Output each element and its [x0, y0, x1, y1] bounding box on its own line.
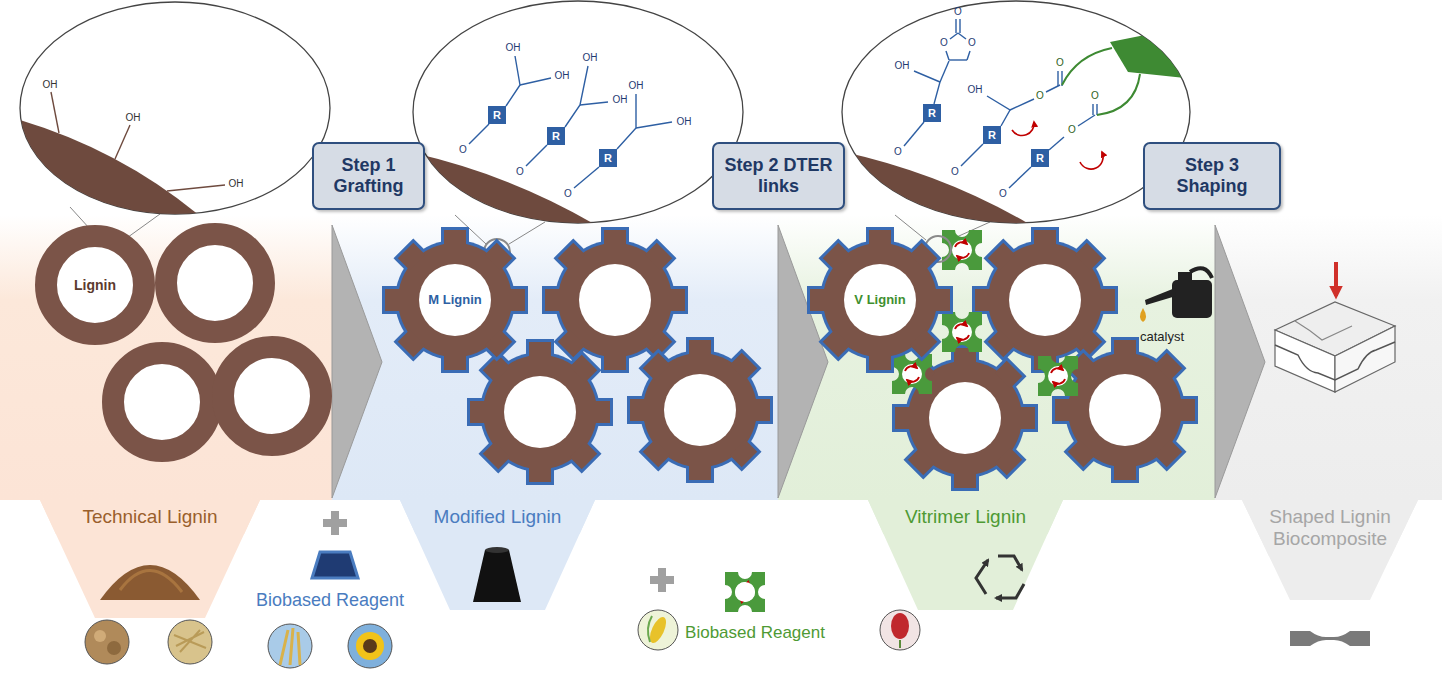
stage-label: Shaped Lignin Biocomposite — [1242, 500, 1418, 556]
chem-label: O — [1056, 58, 1064, 68]
stage-label: Technical Lignin — [40, 500, 260, 534]
chem-label: O — [894, 147, 902, 157]
step-box-text: Step 1 Grafting — [321, 155, 416, 196]
lignin-ring: Lignin — [33, 223, 157, 347]
chem-label: OH — [968, 85, 983, 95]
modified-lignin-gear-text: M Lignin — [428, 293, 481, 308]
chem-label: OH — [506, 43, 521, 53]
chem-label: O — [459, 145, 467, 155]
step-box: Step 1 Grafting — [312, 142, 425, 210]
step-box-text: Step 2 DTER links — [724, 155, 834, 196]
chem-label: OH — [629, 81, 644, 91]
step-box: Step 3 Shaping — [1143, 142, 1281, 210]
chem-label: O — [940, 38, 948, 48]
chem-label: OH — [43, 80, 58, 90]
step-box: Step 2 DTER links — [712, 142, 845, 210]
lignin-ring-text: Lignin — [74, 277, 116, 293]
catalyst-oil-can — [1140, 268, 1212, 322]
stage-label-text: Modified Lignin — [434, 506, 562, 528]
substituent-label: R — [604, 153, 612, 164]
step-box-text: Step 3 Shaping — [1162, 155, 1262, 196]
chem-label: OH — [229, 179, 244, 189]
chem-label: O — [516, 167, 524, 177]
chem-label: O — [954, 7, 962, 17]
substituent-label: R — [988, 130, 996, 141]
chem-label: OH — [613, 95, 628, 105]
vitrimer-lignin-gear: V Lignin — [805, 225, 955, 375]
catalyst-label: catalyst — [1140, 330, 1184, 343]
stage-label-text: Technical Lignin — [82, 506, 217, 528]
substituent-label: R — [1036, 153, 1044, 164]
reagent-label: Biobased Reagent — [256, 591, 404, 609]
modified-lignin-gear: M Lignin — [380, 225, 530, 375]
chem-label: O — [1091, 91, 1099, 101]
stage-label-text: Shaped Lignin Biocomposite — [1255, 506, 1405, 550]
substituent-label: R — [552, 131, 560, 142]
zoom-bubbles — [0, 1, 1190, 244]
reagent-icons — [268, 552, 920, 668]
chem-label: OH — [677, 117, 692, 127]
vitrimer-lignin-gear-text: V Lignin — [854, 293, 905, 308]
chem-label: O — [1068, 125, 1076, 135]
process-chevrons — [332, 225, 1265, 498]
reagent-label: Biobased Reagent — [685, 624, 825, 641]
chem-label: O — [1036, 91, 1044, 101]
substituent-label: R — [493, 110, 501, 121]
technical-lignin-photos — [85, 565, 212, 664]
chem-label: OH — [895, 61, 910, 71]
chem-label: OH — [126, 113, 141, 123]
shaped-block — [1275, 262, 1395, 392]
stage-label-text: Vitrimer Lignin — [905, 506, 1026, 528]
product-icons — [473, 547, 1370, 646]
stage-label: Vitrimer Lignin — [868, 500, 1063, 534]
chem-label: O — [564, 189, 572, 199]
stage-label: Modified Lignin — [400, 500, 595, 534]
substituent-label: R — [928, 108, 936, 119]
chem-label: OH — [555, 71, 570, 81]
chem-label: O — [968, 38, 976, 48]
lignin-gears — [467, 227, 1198, 491]
panel-bands — [0, 215, 1442, 618]
chem-label: OH — [583, 53, 598, 63]
chem-label: O — [999, 189, 1007, 199]
chem-label: O — [951, 167, 959, 177]
